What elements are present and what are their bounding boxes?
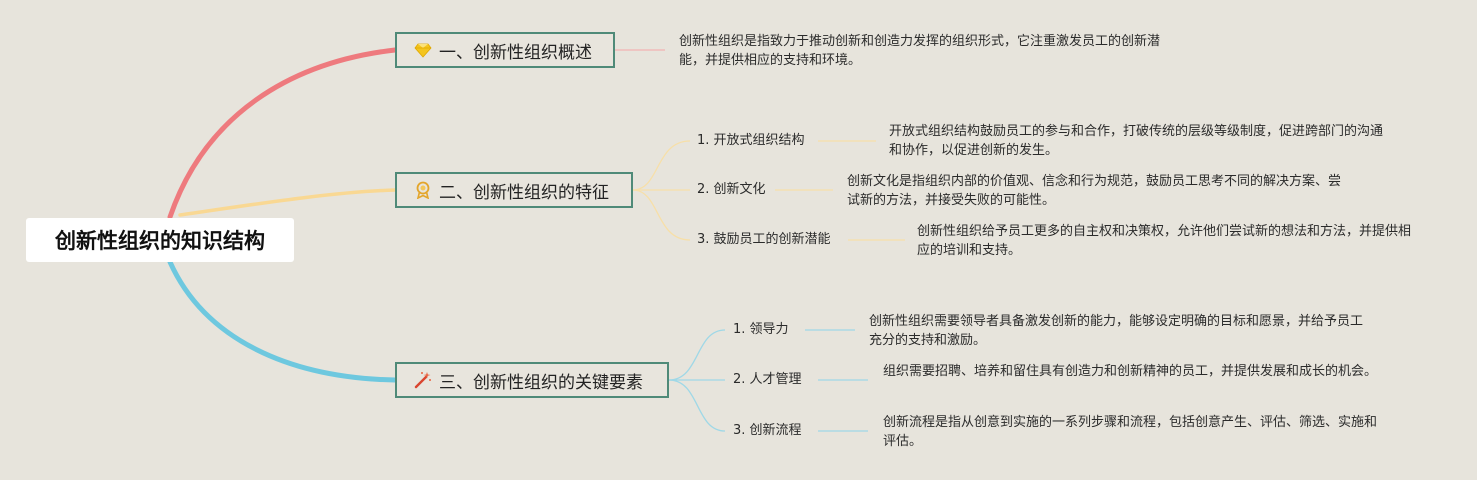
sub-leadership[interactable]: 1. 领导力 — [733, 322, 789, 337]
root-title: 创新性组织的知识结构 — [55, 229, 265, 253]
connector-b2-child-1 — [632, 140, 691, 191]
branch-features-label: 二、创新性组织的特征 — [439, 182, 609, 203]
magic-wand-icon — [413, 370, 433, 390]
connector-branch-3 — [167, 259, 398, 383]
branch-key-elements[interactable]: 三、创新性组织的关键要素 — [395, 362, 669, 398]
medal-icon — [413, 180, 433, 200]
sub-innovation-culture-desc: 创新文化是指组织内部的价值观、信念和行为规范，鼓励员工思考不同的解决方案、尝试新… — [847, 174, 1342, 208]
branch-overview-label: 一、创新性组织概述 — [439, 42, 592, 63]
sub-leadership-desc: 创新性组织需要领导者具备激发创新的能力，能够设定明确的目标和愿景，并给予员工充分… — [869, 314, 1364, 348]
branch-key-elements-label: 三、创新性组织的关键要素 — [439, 372, 643, 393]
sub-open-structure[interactable]: 1. 开放式组织结构 — [697, 133, 805, 148]
sub-innovation-process[interactable]: 3. 创新流程 — [733, 423, 802, 438]
sub-employee-potential[interactable]: 3. 鼓励员工的创新潜能 — [697, 232, 831, 247]
sub-talent-management-desc: 组织需要招聘、培养和留住具有创造力和创新精神的员工，并提供发展和成长的机会。 — [883, 364, 1378, 379]
branch-overview-desc: 创新性组织是指致力于推动创新和创造力发挥的组织形式，它注重激发员工的创新潜能，并… — [679, 34, 1161, 68]
sub-open-structure-desc: 开放式组织结构鼓励员工的参与和合作，打破传统的层级等级制度，促进跨部门的沟通和协… — [889, 124, 1384, 158]
connector-b3-child-1 — [668, 329, 726, 381]
branch-features[interactable]: 二、创新性组织的特征 — [395, 172, 633, 208]
sub-innovation-culture[interactable]: 2. 创新文化 — [697, 182, 766, 197]
diamond-icon — [413, 40, 433, 60]
sub-innovation-process-desc: 创新流程是指从创意到实施的一系列步骤和流程，包括创意产生、评估、筛选、实施和评估… — [883, 415, 1378, 449]
connector-b2-child-3 — [632, 189, 691, 241]
sub-talent-management[interactable]: 2. 人才管理 — [733, 372, 802, 387]
connector-b3-child-3 — [668, 379, 726, 432]
root-topic[interactable]: 创新性组织的知识结构 — [26, 218, 294, 262]
branch-overview[interactable]: 一、创新性组织概述 — [395, 32, 615, 68]
connector-branch-2 — [178, 188, 397, 217]
connector-branch-1 — [167, 47, 398, 220]
sub-employee-potential-desc: 创新性组织给予员工更多的自主权和决策权，允许他们尝试新的想法和方法，并提供相应的… — [917, 224, 1412, 258]
